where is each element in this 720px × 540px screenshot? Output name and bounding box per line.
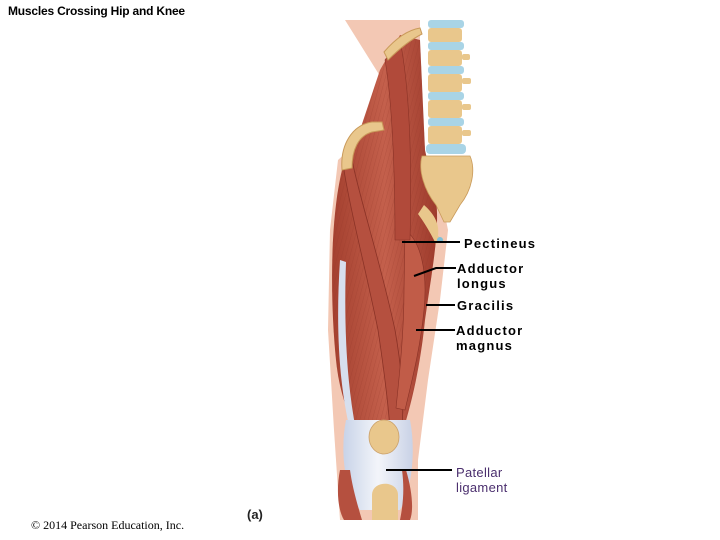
pubic-bone (418, 205, 444, 244)
label-adductor-longus: Adductor longus (457, 261, 525, 291)
iliac-crest (341, 121, 385, 171)
slide-title: Muscles Crossing Hip and Knee (8, 4, 185, 18)
lumbar-spine (420, 20, 474, 223)
panel-label: (a) (247, 507, 263, 522)
label-adductor-magnus: Adductor magnus (456, 323, 524, 353)
knee-region (337, 419, 413, 520)
leader-lines (386, 241, 460, 471)
rib-edge (383, 27, 423, 61)
label-pectineus: Pectineus (464, 236, 537, 251)
copyright-notice: © 2014 Pearson Education, Inc. (31, 518, 185, 532)
patella (368, 419, 400, 455)
label-gracilis: Gracilis (457, 298, 515, 313)
label-patellar-ligament: Patellar ligament (456, 465, 508, 495)
